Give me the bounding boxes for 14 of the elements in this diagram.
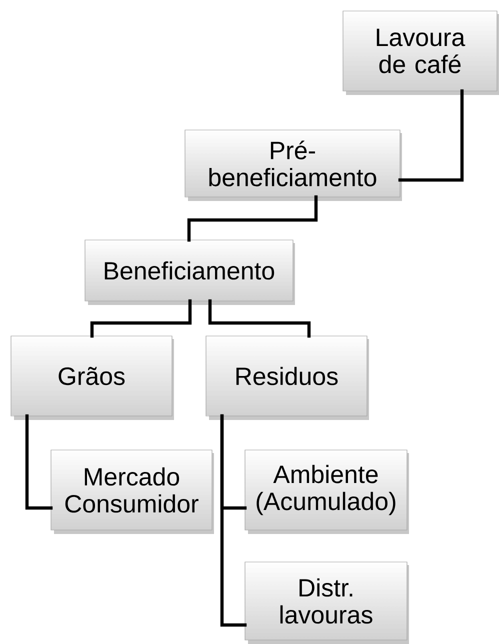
connector-line [220,414,247,627]
connector-line [398,89,464,182]
process-box: Residuos [206,336,369,420]
process-box: Pré-beneficiamento [184,130,402,201]
process-box: Distr. lavouras [244,562,409,644]
connector-line [25,414,53,510]
process-box: Mercado Consumidor [50,450,214,534]
connector-line [90,299,192,338]
process-box: Lavoura de café [342,10,499,95]
connector-line [187,195,318,242]
connector-line [208,299,311,338]
process-box: Grãos [10,336,174,420]
process-box: Beneficiamento [84,240,295,305]
process-box: Ambiente (Acumulado) [244,450,409,534]
